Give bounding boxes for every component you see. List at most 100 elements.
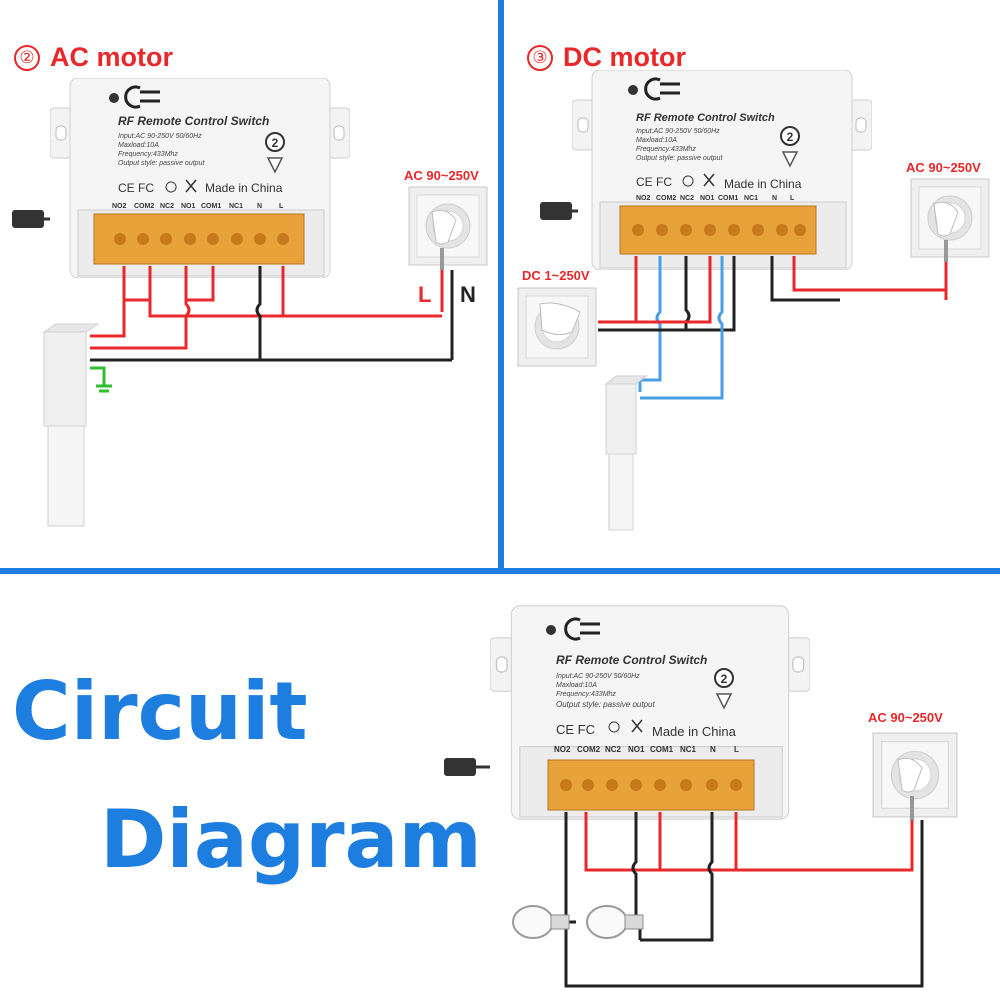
ac-supply-label-1: AC 90~250V	[404, 168, 479, 183]
live-label: L	[418, 282, 432, 307]
made-in: Made in China	[652, 724, 737, 739]
channel-badge	[714, 668, 734, 688]
actuator-rod	[47, 425, 85, 527]
ac-plug	[933, 201, 959, 237]
horizontal-divider	[0, 568, 1000, 574]
terminal-block	[93, 213, 305, 265]
term-nc2: NC2	[680, 195, 694, 202]
device-title: RF Remote Control Switch	[636, 112, 775, 124]
dc-plug	[539, 302, 581, 336]
term-no2: NO2	[636, 195, 651, 202]
weee-icon	[185, 179, 197, 193]
antenna-plug	[444, 758, 476, 776]
term-com1: COM1	[718, 195, 738, 202]
ac-plug	[431, 209, 457, 245]
neutral-label: N	[460, 282, 476, 307]
rohs-icon	[715, 693, 733, 710]
spec-frequency: Frequency:433Mhz	[556, 691, 616, 698]
spec-input: Input:AC 90-250V 50/60Hz	[556, 673, 640, 680]
term-l: L	[279, 203, 284, 210]
term-com1: COM1	[201, 203, 221, 210]
ac-motor-label: AC motor	[50, 42, 173, 72]
term-no1: NO1	[628, 745, 645, 754]
ac-supply-label-2: AC 90~250V	[906, 160, 981, 175]
device-title: RF Remote Control Switch	[556, 653, 707, 667]
recycle-icon	[165, 181, 177, 193]
brand-logo	[124, 85, 160, 109]
dc-motor-diagram: RF Remote Control Switch Input:AC 90-250…	[517, 70, 990, 531]
spec-input: Input:AC 90-250V 50/60Hz	[118, 133, 202, 140]
spec-output: Output style: passive output	[556, 700, 656, 709]
diagram-title: Diagram	[100, 793, 482, 886]
term-com2: COM2	[656, 195, 676, 202]
spec-maxload: Maxload:10A	[556, 682, 597, 689]
actuator-rod	[608, 453, 634, 531]
cert-marks: CE FC	[118, 181, 154, 195]
cert-marks: CE FC	[636, 175, 672, 189]
term-l: L	[790, 195, 795, 202]
channel-count: 2	[787, 130, 794, 144]
brand-logo	[644, 77, 680, 101]
dc-motor-title: ③ DC motor	[527, 42, 686, 73]
ac-plug	[897, 757, 923, 793]
spec-maxload: Maxload:10A	[636, 137, 677, 144]
ac-motor-wires	[90, 266, 452, 393]
term-no1: NO1	[700, 195, 715, 202]
made-in: Made in China	[205, 181, 283, 195]
spec-frequency: Frequency:433Mhz	[636, 146, 696, 153]
term-no1: NO1	[181, 203, 196, 210]
circuit-title: Circuit	[12, 665, 308, 758]
term-com2: COM2	[134, 203, 154, 210]
term-nc1: NC1	[680, 745, 697, 754]
spec-frequency: Frequency:433Mhz	[118, 151, 178, 158]
actuator-top	[42, 323, 100, 333]
dc-motor-wires	[598, 256, 948, 400]
device-title: RF Remote Control Switch	[118, 114, 269, 128]
channel-count: 2	[272, 136, 279, 150]
lamp-icon	[586, 905, 644, 939]
term-nc1: NC1	[744, 195, 758, 202]
recycle-icon	[682, 175, 694, 187]
indicator-led	[628, 85, 638, 95]
term-n: N	[257, 203, 262, 210]
term-com2: COM2	[577, 745, 601, 754]
spec-input: Input:AC 90-250V 50/60Hz	[636, 128, 720, 135]
term-nc1: NC1	[229, 203, 243, 210]
panel-number-3: ③	[527, 45, 553, 71]
channel-badge	[780, 126, 800, 146]
spec-output: Output style: passive output	[636, 155, 723, 162]
ac-supply-label-3: AC 90~250V	[868, 710, 943, 725]
made-in: Made in China	[724, 177, 802, 191]
actuator-body	[605, 383, 637, 455]
ac-motor-diagram: RF Remote Control Switch Input:AC 90-250…	[12, 78, 488, 527]
spec-maxload: Maxload:10A	[118, 142, 159, 149]
ac-motor-title: ② AC motor	[14, 42, 173, 73]
lamp-wires	[564, 812, 924, 988]
lamp-icon	[512, 905, 570, 939]
dc-motor-label: DC motor	[563, 42, 686, 72]
lamp-diagram: RF Remote Control Switch Input:AC 90-250…	[444, 605, 958, 988]
antenna-plug	[12, 210, 44, 228]
term-n: N	[710, 745, 716, 754]
term-l: L	[734, 745, 739, 754]
term-nc2: NC2	[605, 745, 622, 754]
channel-badge	[265, 132, 285, 152]
recycle-icon	[608, 721, 620, 733]
actuator-body	[43, 331, 87, 427]
panel-number-2: ②	[14, 45, 40, 71]
term-no2: NO2	[554, 745, 571, 754]
weee-icon	[631, 719, 643, 733]
indicator-led	[109, 93, 119, 103]
weee-icon	[703, 173, 715, 187]
rohs-icon	[266, 157, 284, 174]
vertical-divider	[498, 0, 504, 572]
cert-marks: CE FC	[556, 722, 595, 737]
term-com1: COM1	[650, 745, 674, 754]
term-nc2: NC2	[160, 203, 174, 210]
indicator-led	[546, 625, 556, 635]
term-n: N	[772, 195, 777, 202]
channel-count: 2	[721, 672, 728, 686]
rohs-icon	[781, 151, 799, 168]
dc-supply-label: DC 1~250V	[522, 268, 590, 283]
